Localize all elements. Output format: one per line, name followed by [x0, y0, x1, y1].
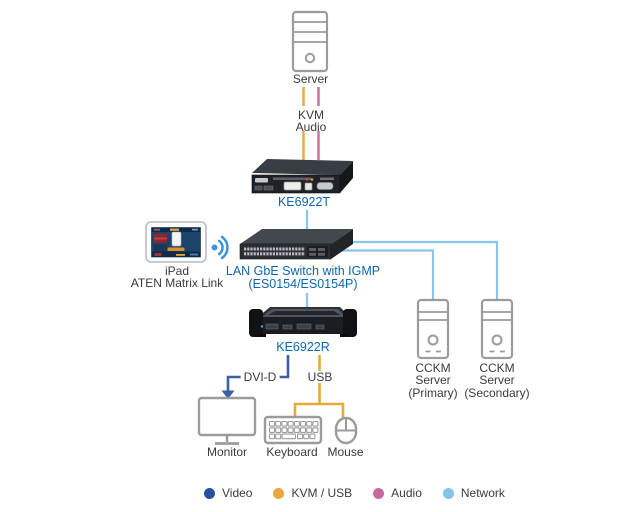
network-line-switch-to-cckm-primary [340, 249, 435, 302]
legend-label: KVM / USB [291, 486, 353, 500]
ke6922t-label: KE6922T [277, 195, 331, 209]
video-dot-icon [204, 487, 215, 499]
audio-line-label: Audio [295, 119, 327, 134]
kvm-line-label: KVM [297, 108, 325, 122]
usb-line [293, 355, 345, 418]
legend-item-video: Video [204, 486, 252, 500]
ipad-label: iPad ATEN Matrix Link [130, 263, 224, 290]
connection-legend: Video KVM / USB Audio Network [204, 486, 505, 500]
usb-line-label: USB [304, 370, 336, 383]
wifi-icon [211, 235, 229, 260]
kvm-usb-dot-icon [273, 487, 285, 499]
mouse-label: Mouse [327, 445, 364, 459]
cckm-primary-label: CCKM Server (Primary) [408, 360, 458, 400]
cckm-secondary-server-icon [480, 298, 514, 360]
ke6922r-device-icon [249, 307, 357, 337]
server-icon [291, 10, 329, 73]
ke6922r-label: KE6922R [276, 340, 330, 354]
legend-item-audio: Audio [373, 486, 422, 500]
legend-label: Video [222, 486, 253, 500]
legend-label: Audio [391, 486, 422, 500]
video-arrowhead [221, 390, 235, 399]
monitor-icon [197, 396, 257, 445]
switch-label: LAN GbE Switch with IGMP (ES0154/ES0154P… [222, 264, 384, 292]
dvid-line-label: DVI-D [240, 370, 280, 383]
network-dot-icon [442, 487, 454, 499]
network-line-switch-to-cckm-secondary [340, 240, 499, 302]
legend-item-kvm-usb: KVM / USB [273, 486, 352, 500]
monitor-label: Monitor [206, 445, 248, 459]
keyboard-icon [263, 415, 323, 445]
ipad-icon [145, 221, 207, 263]
legend-label: Network [460, 486, 505, 500]
cckm-primary-server-icon [416, 298, 450, 360]
lan-switch-icon [239, 229, 353, 260]
mouse-icon [334, 416, 358, 445]
server-label: Server [292, 72, 329, 86]
cckm-secondary-label: CCKM Server (Secondary) [464, 360, 530, 400]
legend-item-network: Network [442, 486, 505, 500]
ke6922t-device-icon [251, 159, 353, 194]
audio-dot-icon [373, 487, 385, 499]
keyboard-label: Keyboard [266, 445, 318, 459]
